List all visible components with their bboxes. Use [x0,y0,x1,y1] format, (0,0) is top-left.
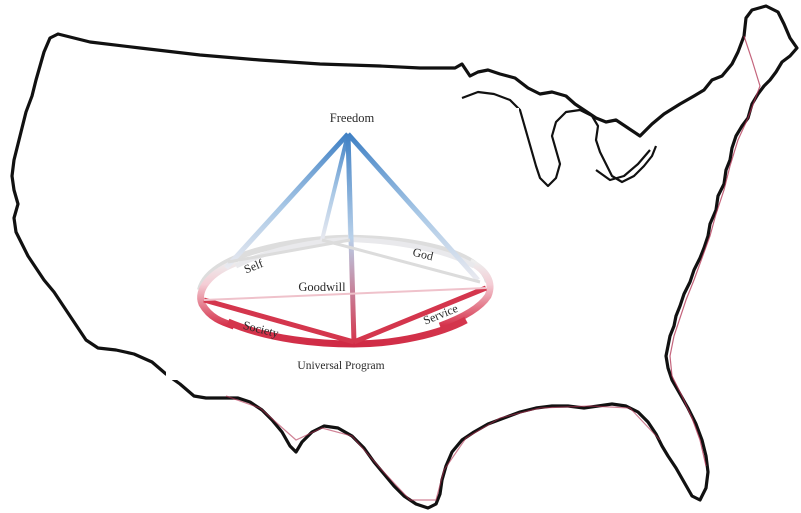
ring-label-self: Self [242,256,265,276]
us-map-outline [10,4,799,510]
ring-right-side [438,258,494,330]
base-line-left [203,297,355,345]
ring-left-side [197,258,240,330]
base-label: Universal Program [297,360,384,372]
ring-front-edge [226,316,468,348]
inner-line-1 [321,238,481,284]
ring-upper-arc [234,237,476,269]
inner-line-2 [227,238,351,264]
apex-line-right [346,132,480,282]
ring-label-god: God [411,245,434,264]
apex-line-center [345,133,357,343]
apex-line-back [320,133,350,241]
great-lakes [461,90,658,188]
base-line-top [203,287,487,301]
center-label: Goodwill [298,280,346,294]
east-coast-accent [669,35,761,467]
freedom-pyramid: Freedom Goodwill Universal Program Self … [197,111,494,372]
apex-label: Freedom [330,111,375,125]
apex-line-left [224,132,350,270]
base-line-right [353,285,487,345]
map-border [10,4,799,510]
gulf-coast-accent [225,395,661,501]
